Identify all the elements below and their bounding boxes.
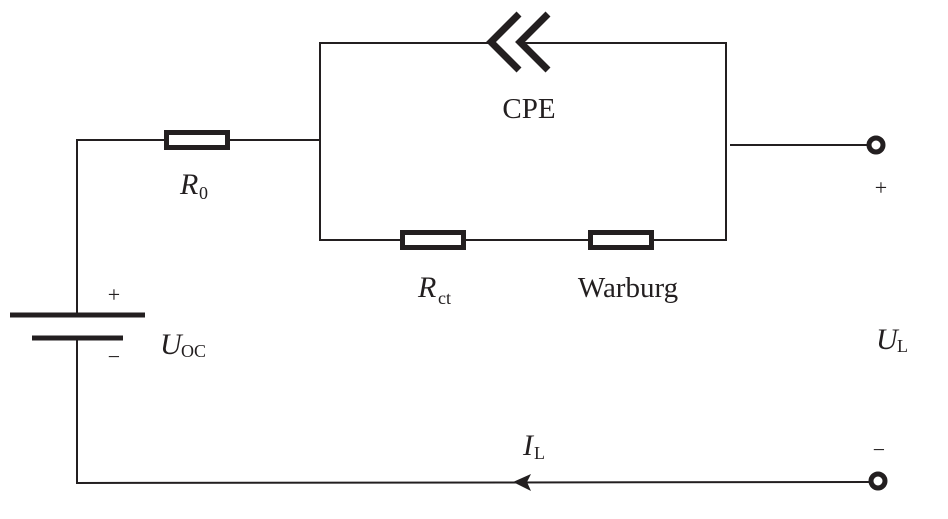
label-rct-sub: ct — [438, 288, 451, 308]
current-arrow-icon — [513, 474, 531, 491]
label-ul-sub: L — [897, 336, 908, 356]
label-rct-main: R — [417, 271, 436, 304]
label-il-main: I — [522, 429, 535, 462]
label-source-minus: − — [108, 344, 120, 369]
label-uoc-sub: OC — [181, 341, 206, 361]
cpe-chevron-right — [515, 11, 551, 73]
label-warburg: Warburg — [578, 272, 678, 304]
label-uoc-main: U — [160, 328, 184, 361]
label-source-plus: + — [108, 282, 120, 307]
label-il-sub: L — [534, 443, 545, 463]
label-load-minus: − — [873, 437, 885, 462]
cpe-chevron-left — [486, 11, 522, 73]
label-ul-main: U — [876, 323, 900, 356]
terminal-positive — [866, 135, 886, 155]
resistor-warburg — [588, 230, 654, 250]
label-r0-main: R — [179, 168, 198, 201]
label-cpe: CPE — [502, 93, 555, 125]
label-load-plus: + — [875, 175, 887, 200]
label-r0-sub: 0 — [199, 183, 208, 203]
resistor-rct — [400, 230, 466, 250]
resistor-r0 — [164, 130, 230, 150]
wire-bottom — [75, 481, 871, 484]
terminal-negative — [868, 471, 888, 491]
